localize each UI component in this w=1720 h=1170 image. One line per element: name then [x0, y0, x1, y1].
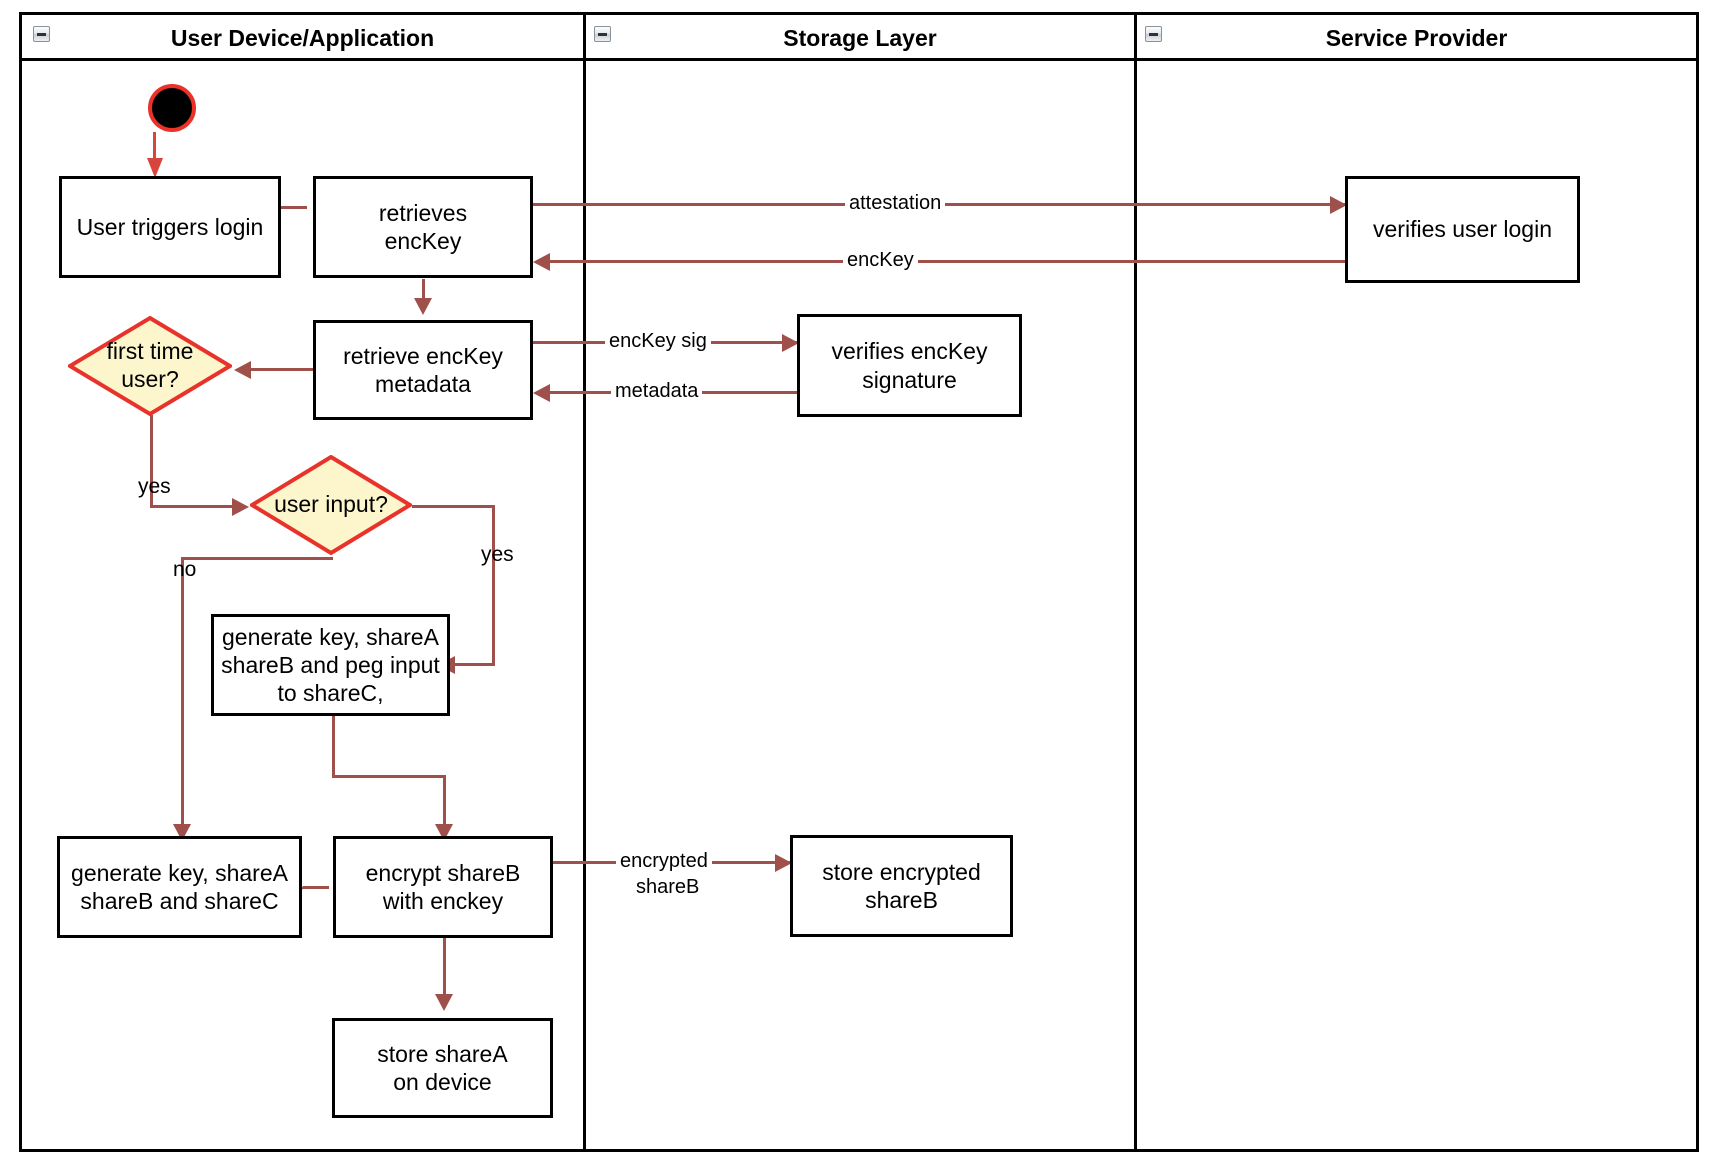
decision-first-time-user-label: first time user? — [106, 338, 194, 392]
collapse-minus-icon-lane-1[interactable] — [33, 26, 50, 42]
lane-title-user-device: User Device/Application — [170, 25, 435, 51]
arrowhead-retrieves-to-metadata — [414, 298, 432, 315]
edge-firsttime-yes-horizontal — [150, 505, 242, 508]
branch-label-yes-input: yes — [481, 543, 514, 566]
edge-input-no-v — [181, 557, 184, 839]
edge-input-yes-h2 — [452, 663, 495, 666]
node-user-triggers-login[interactable]: User triggers login — [59, 176, 281, 278]
edge-peg-h — [332, 775, 446, 778]
lane-divider-2 — [1134, 15, 1137, 1149]
edge-peg-v1 — [332, 716, 335, 778]
arrowhead-metadata-to-firsttime — [234, 361, 251, 379]
arrowhead-attestation — [1330, 196, 1347, 214]
arrowhead-encrypted-shareb — [775, 854, 792, 872]
edge-label-encrypted-shareb-line2: shareB — [632, 876, 704, 899]
edge-label-enckey-sig: encKey sig — [605, 330, 711, 353]
decision-outline-user-input — [250, 455, 412, 555]
edge-encrypt-to-store-sharea — [443, 938, 446, 1000]
collapse-minus-icon-lane-3[interactable] — [1145, 26, 1162, 42]
edge-abc-to-encrypt — [303, 886, 329, 889]
edge-label-enckey: encKey — [843, 249, 918, 272]
minus-glyph — [1149, 32, 1158, 36]
arrowhead-start-to-login — [147, 158, 163, 178]
node-store-encrypted-shareb[interactable]: store encrypted shareB — [790, 835, 1013, 937]
arrowhead-store-sharea — [435, 994, 453, 1011]
edge-label-attestation: attestation — [845, 192, 946, 215]
decision-user-input-label: user input? — [274, 491, 388, 518]
lane-title-service-provider: Service Provider — [1325, 25, 1508, 51]
edge-enckey-return — [548, 260, 1345, 263]
edge-input-no-h — [181, 557, 333, 560]
edge-start-to-login — [153, 132, 156, 172]
node-generate-abc[interactable]: generate key, shareA shareB and shareC — [57, 836, 302, 938]
lane-title-storage-layer: Storage Layer — [783, 25, 937, 51]
node-generate-peg-sharec[interactable]: generate key, shareA shareB and peg inpu… — [211, 614, 450, 716]
arrowhead-enckey-sig — [782, 334, 799, 352]
node-retrieve-enckey-metadata[interactable]: retrieve encKey metadata — [313, 320, 533, 420]
node-verifies-user-login[interactable]: verifies user login — [1345, 176, 1580, 283]
initial-node[interactable] — [148, 84, 196, 132]
branch-label-no-input: no — [173, 558, 197, 581]
header-separator — [22, 58, 1696, 61]
node-retrieves-enckey[interactable]: retrieves encKey — [313, 176, 533, 278]
collapse-minus-icon-lane-2[interactable] — [594, 26, 611, 42]
node-encrypt-shareb[interactable]: encrypt shareB with enckey — [333, 836, 553, 938]
arrowhead-metadata-return — [533, 384, 550, 402]
arrowhead-enckey-return — [533, 253, 550, 271]
minus-glyph — [37, 32, 46, 36]
node-verifies-enckey-signature[interactable]: verifies encKey signature — [797, 314, 1022, 417]
arrowhead-firsttime-yes — [232, 498, 249, 516]
node-verifies-enckey-signature-label: verifies encKey signature — [831, 338, 988, 393]
node-store-sharea[interactable]: store shareA on device — [332, 1018, 553, 1118]
edge-label-encrypted-shareb-line1: encrypted — [616, 850, 712, 873]
edge-retrieves-to-metadata — [422, 279, 425, 305]
edge-firsttime-yes-vertical — [150, 415, 153, 508]
edge-peg-v2 — [443, 775, 446, 839]
minus-glyph — [598, 32, 607, 36]
decision-outline-first-time-user — [68, 316, 232, 416]
branch-label-yes-firsttime: yes — [138, 475, 171, 498]
edge-input-yes-v — [492, 505, 495, 665]
edge-label-metadata: metadata — [611, 380, 703, 403]
decision-first-time-user[interactable]: first time user? — [68, 316, 232, 416]
edge-input-yes-h1 — [412, 505, 495, 508]
decision-user-input[interactable]: user input? — [250, 455, 412, 555]
lane-divider-1 — [583, 15, 586, 1149]
edge-login-to-retrieves — [281, 206, 307, 209]
edge-metadata-to-firsttime — [249, 368, 313, 371]
